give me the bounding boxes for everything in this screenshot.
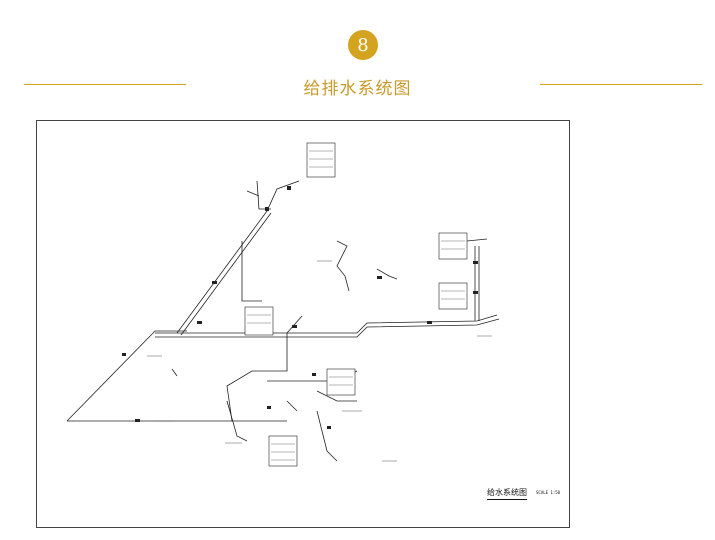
pipe-main-left	[66, 330, 187, 422]
pipe-top-branch	[256, 180, 271, 210]
pipe-riser-top	[176, 180, 300, 334]
plumbing-system-drawing: 给水系统图 SCALE 1:50	[36, 120, 570, 528]
pipe-main-upper	[155, 314, 498, 334]
pipe-vent	[336, 240, 350, 292]
page-title: 给排水系统图	[303, 79, 412, 99]
drawing-scale: SCALE 1:50	[536, 490, 561, 495]
fixture-box-rows	[247, 150, 465, 461]
pipe-main-upper-2	[155, 318, 500, 338]
step-number-badge: 8	[348, 30, 378, 60]
pipe-bottom-cluster	[226, 333, 288, 422]
pipe-fittings	[122, 186, 478, 429]
pipe-riser-top-2	[180, 212, 272, 336]
step-number: 8	[357, 34, 369, 56]
isometric-pipe-diagram	[66, 142, 500, 467]
right-divider	[540, 84, 702, 85]
fixture-boxes	[244, 142, 468, 467]
pipe-mid-drop	[241, 241, 262, 302]
drawing-caption: 给水系统图	[487, 487, 527, 500]
left-divider	[24, 84, 186, 85]
annotation-leaders	[147, 260, 492, 462]
